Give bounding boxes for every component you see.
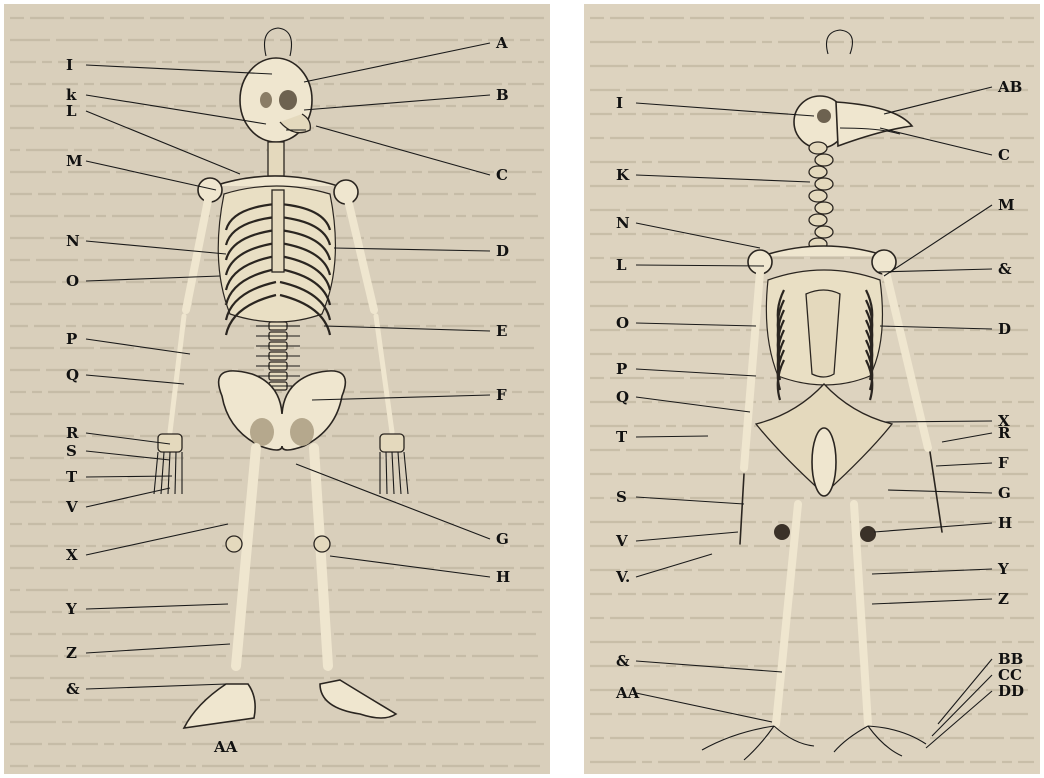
- label-left: Q: [66, 366, 79, 384]
- label-right: DD: [998, 682, 1024, 700]
- label-left: I: [616, 94, 623, 112]
- label-left: M: [66, 152, 83, 170]
- label-left: K: [616, 166, 630, 184]
- label-left: O: [616, 314, 629, 332]
- label-left: R: [66, 424, 79, 442]
- label-right: C: [998, 146, 1010, 164]
- label-left: &: [66, 680, 80, 698]
- label-left: V: [65, 498, 78, 516]
- label-right: G: [496, 530, 509, 548]
- label-right: B: [496, 86, 509, 104]
- label-right: &: [998, 260, 1012, 278]
- label-left: P: [616, 360, 627, 378]
- label-right: Y: [997, 560, 1009, 578]
- label-right: A: [495, 34, 508, 52]
- label-bottom: AA: [213, 738, 238, 756]
- label-left: Z: [66, 644, 77, 662]
- human-skeleton-figure: IkLMNOPQRSTVXYZ&ABCDEFGHAA: [4, 4, 550, 774]
- label-left: Y: [65, 600, 77, 618]
- label-left: Q: [616, 388, 629, 406]
- label-left: X: [66, 546, 78, 564]
- label-left: &: [616, 652, 630, 670]
- label-left: S: [66, 442, 77, 460]
- label-left: I: [66, 56, 73, 74]
- label-right: H: [496, 568, 510, 586]
- label-right: F: [998, 454, 1009, 472]
- label-right: M: [998, 196, 1015, 214]
- label-right: C: [496, 166, 508, 184]
- label-right: G: [998, 484, 1011, 502]
- label-left: T: [66, 468, 78, 486]
- label-left: V: [615, 532, 628, 550]
- label-right: Z: [998, 590, 1009, 608]
- label-right: F: [496, 386, 507, 404]
- label-left: P: [66, 330, 77, 348]
- label-left: N: [616, 214, 630, 232]
- label-left: S: [616, 488, 627, 506]
- label-left: T: [616, 428, 628, 446]
- label-left: V.: [615, 568, 630, 586]
- label-right: R: [998, 424, 1011, 442]
- label-right: H: [998, 514, 1012, 532]
- label-left: O: [66, 272, 79, 290]
- label-left: L: [66, 102, 77, 120]
- label-left: AA: [615, 684, 640, 702]
- label-right: D: [998, 320, 1011, 338]
- label-left: L: [616, 256, 627, 274]
- label-right: D: [496, 242, 509, 260]
- label-right: AB: [997, 78, 1022, 96]
- label-right: E: [496, 322, 507, 340]
- label-left: N: [66, 232, 80, 250]
